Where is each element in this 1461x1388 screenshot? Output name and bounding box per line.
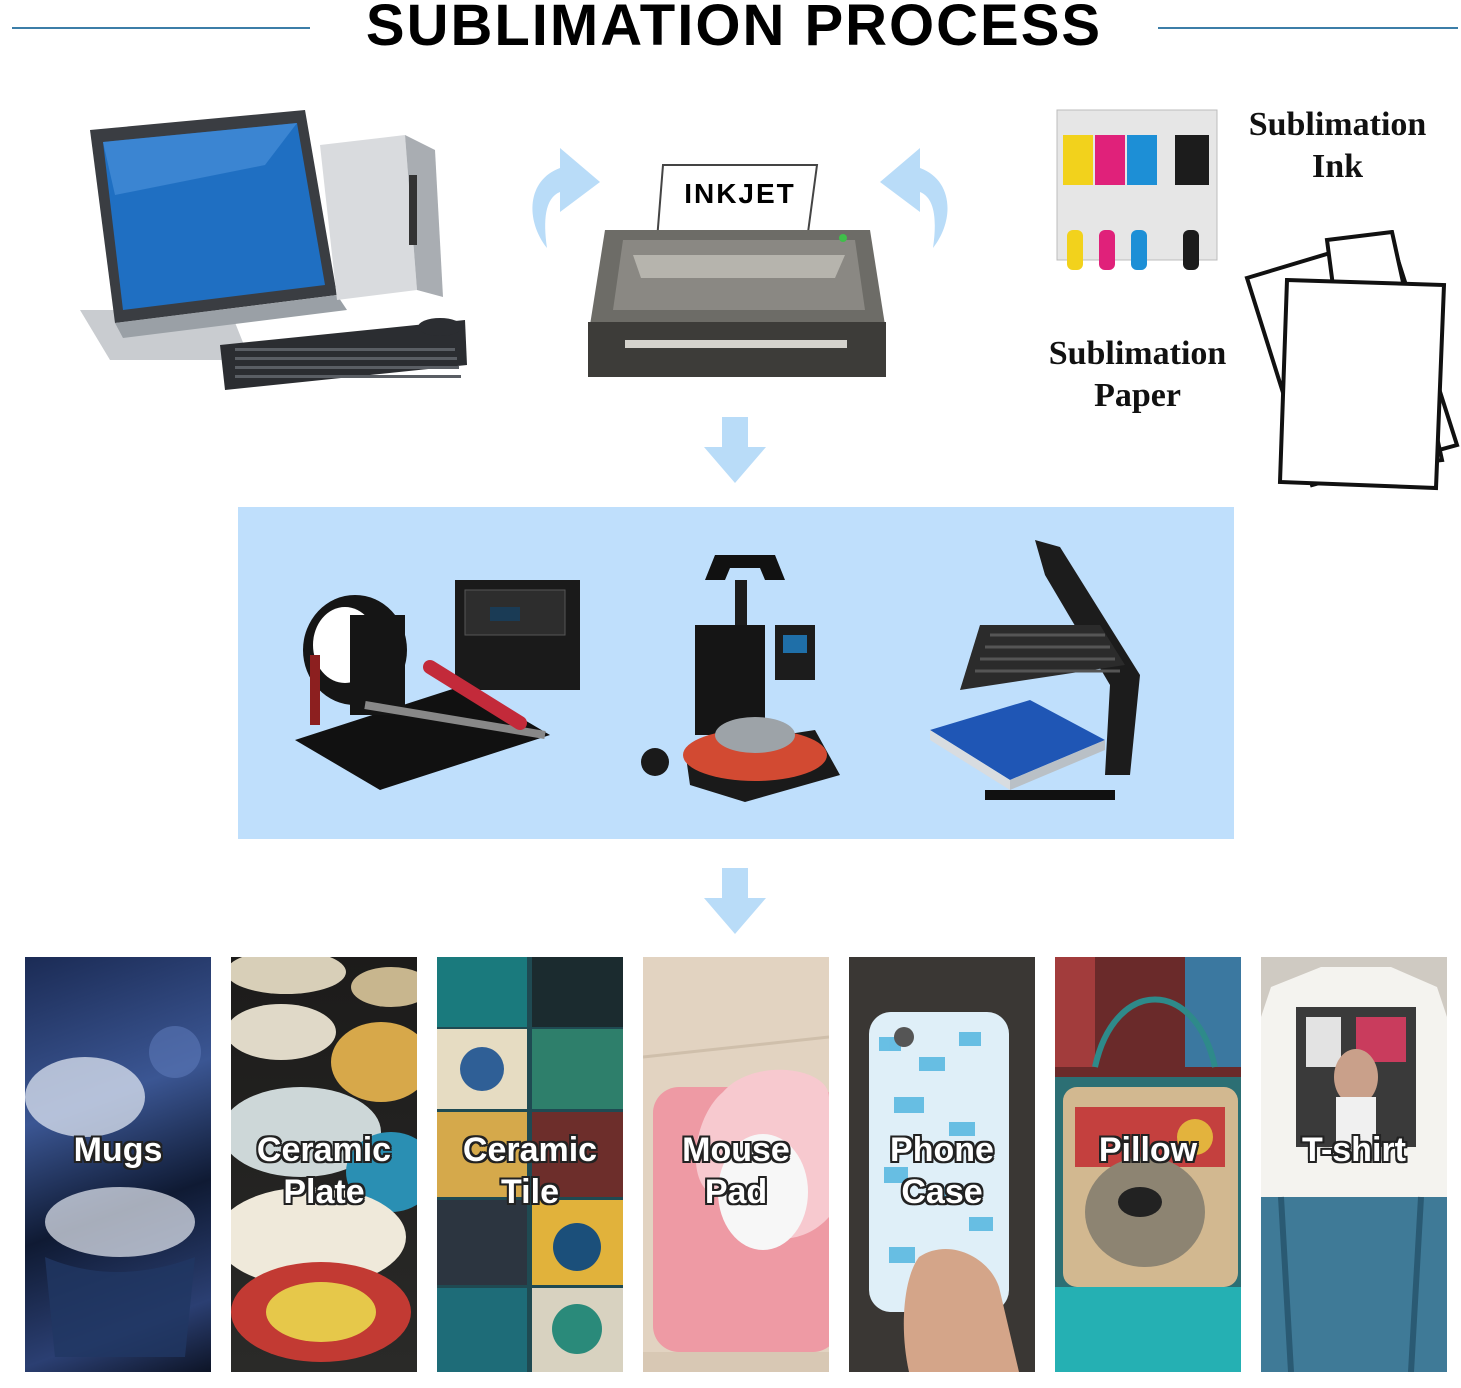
sublimation-paper-label: Sublimation Paper — [1035, 333, 1240, 417]
tile-label-line: Plate — [283, 1173, 365, 1211]
ink-label-line-1: Sublimation — [1248, 106, 1427, 143]
title-divider-right — [1158, 27, 1458, 29]
printer-paper-label: INKJET — [684, 178, 796, 209]
phone-case-photo — [849, 957, 1035, 1372]
inkjet-printer-icon — [588, 164, 886, 377]
plate-press-icon — [641, 555, 840, 802]
tile-label: Phone Case — [849, 1129, 1035, 1213]
product-tile-ceramic-plate: Ceramic Plate — [231, 957, 417, 1372]
tile-label-line: Mugs — [73, 1131, 163, 1169]
tile-label: Ceramic Plate — [231, 1129, 417, 1213]
title-divider-left — [12, 27, 310, 29]
down-arrow-icon — [704, 417, 766, 483]
pillow-photo — [1055, 957, 1241, 1372]
ceramic-tile-photo — [437, 957, 623, 1372]
ink-cartridges-icon — [1056, 109, 1218, 270]
product-tile-phone-case: Phone Case — [849, 957, 1035, 1372]
tile-label-line: T-shirt — [1302, 1131, 1406, 1169]
mug-press-icon — [295, 580, 580, 790]
tile-label-line: Ceramic — [256, 1131, 392, 1169]
flat-heat-press-icon — [930, 540, 1140, 800]
t-shirt-photo — [1261, 957, 1447, 1372]
paper-label-line-1: Sublimation — [1048, 335, 1227, 372]
ink-label-line-2: Ink — [1311, 148, 1364, 185]
curved-arrow-right-icon — [880, 148, 948, 248]
tile-label-line: Pillow — [1098, 1131, 1198, 1169]
tile-label-line: Mouse — [682, 1131, 790, 1169]
tile-label: Ceramic Tile — [437, 1129, 623, 1213]
mouse-pad-photo — [643, 957, 829, 1372]
ceramic-plate-photo — [231, 957, 417, 1362]
page-title: SUBLIMATION PROCESS — [365, 0, 1103, 58]
tile-label-line: Pad — [704, 1173, 768, 1211]
tile-label-line: Tile — [501, 1173, 559, 1211]
down-arrow-icon — [704, 868, 766, 934]
paper-label-line-2: Paper — [1094, 377, 1181, 414]
product-tile-mugs: Mugs — [25, 957, 211, 1372]
product-tile-t-shirt: T-shirt — [1261, 957, 1447, 1372]
tile-label: T-shirt — [1261, 1129, 1447, 1171]
product-tile-mouse-pad: Mouse Pad — [643, 957, 829, 1372]
product-tile-ceramic-tile: Ceramic Tile — [437, 957, 623, 1372]
tile-label: Pillow — [1055, 1129, 1241, 1171]
sublimation-ink-label: Sublimation Ink — [1235, 104, 1440, 188]
paper-sheets-icon — [1244, 230, 1460, 491]
tile-label-line: Phone — [890, 1131, 994, 1169]
mugs-photo — [25, 1026, 201, 1357]
tile-label-line: Ceramic — [462, 1131, 598, 1169]
curved-arrow-left-icon — [532, 148, 600, 248]
product-tile-pillow: Pillow — [1055, 957, 1241, 1372]
computer-icon — [80, 110, 467, 390]
tile-label: Mouse Pad — [643, 1129, 829, 1213]
tile-label: Mugs — [25, 1129, 211, 1171]
tile-label-line: Case — [901, 1173, 983, 1211]
